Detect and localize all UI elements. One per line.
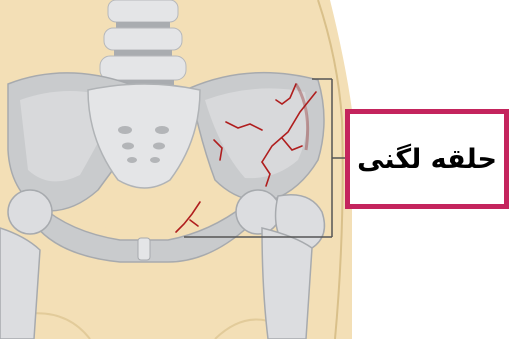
- sacral-foramen: [122, 143, 134, 150]
- lumbar-spine: [100, 0, 186, 86]
- sacral-foramen: [127, 157, 137, 163]
- vertebra-1: [108, 0, 178, 22]
- label-box: حلقه لگنی: [345, 109, 509, 209]
- right-femur-shaft: [262, 228, 312, 339]
- right-femoral-head: [236, 190, 280, 234]
- sacral-foramen: [150, 157, 160, 163]
- left-femur-shaft: [0, 228, 40, 339]
- intervertebral-disc-1: [116, 22, 170, 28]
- sacral-foramen: [153, 143, 165, 150]
- vertebra-2: [104, 28, 182, 50]
- pelvic-ring-label: حلقه لگنی: [357, 144, 497, 175]
- left-femoral-head: [8, 190, 52, 234]
- intervertebral-disc-2: [114, 50, 172, 56]
- vertebra-3: [100, 56, 186, 80]
- pubic-symphysis: [138, 238, 150, 260]
- sacral-foramen: [155, 126, 169, 134]
- sacral-foramen: [118, 126, 132, 134]
